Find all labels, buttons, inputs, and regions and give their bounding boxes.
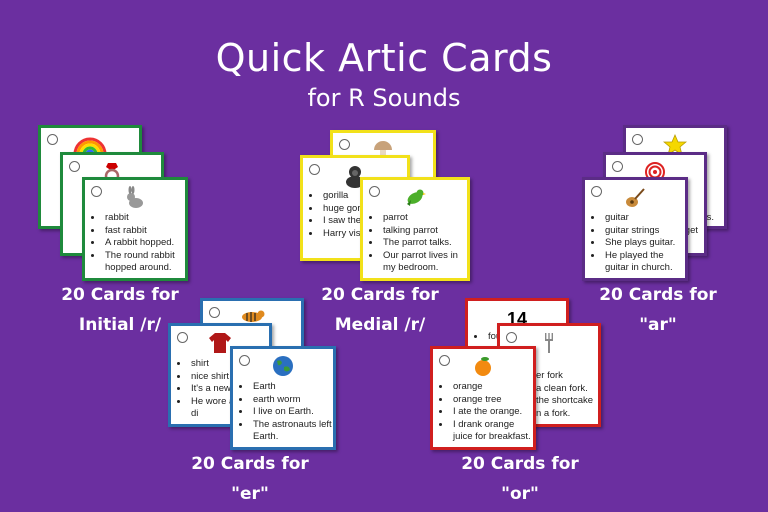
or-card-front: orange orange tree I ate the orange. I d…: [430, 346, 536, 450]
word-fragment: er fork: [536, 370, 563, 381]
label-line-1: 20 Cards for: [599, 285, 717, 305]
shirt-icon: [171, 332, 269, 356]
label-line-2: Initial /r/: [78, 315, 162, 335]
label-line-2: "er": [231, 484, 269, 504]
er-group-label: 20 Cards for "er": [170, 452, 330, 506]
star-icon: [626, 134, 724, 158]
word-fragment: n a fork.: [536, 407, 571, 419]
word-item: rabbit: [103, 212, 185, 225]
initial-card-front: rabbit fast rabbit A rabbit hopped. The …: [82, 177, 188, 281]
word-item: The parrot talks.: [381, 237, 467, 250]
fragment-list: er fork a clean fork. the shortcake n a …: [536, 370, 593, 420]
word-list: shirt nice shirt It's a new He wore a sh…: [176, 358, 269, 421]
word-item: guitar strings: [603, 225, 685, 238]
medial-group-label: 20 Cards for Medial /r/: [300, 283, 460, 337]
word-list: orange orange tree I ate the orange. I d…: [438, 381, 533, 444]
word-list: fou: [473, 331, 501, 344]
word-item: huge gori: [321, 203, 406, 216]
word-item: The astronauts left Earth.: [251, 419, 333, 444]
punch-hole-icon: [69, 161, 80, 172]
punch-hole-icon: [632, 134, 643, 145]
punch-hole-icon: [309, 164, 320, 175]
word-item: Our parrot lives in my bedroom.: [381, 250, 467, 275]
word-item: earth worm: [251, 394, 333, 407]
word-item: shirt: [189, 358, 269, 371]
word-list: Earth earth worm I live on Earth. The as…: [238, 381, 333, 444]
label-line-2: "or": [501, 484, 539, 504]
word-item: Earth: [251, 381, 333, 394]
label-line-1: 20 Cards for: [321, 285, 439, 305]
initial-group-label: 20 Cards for Initial /r/: [40, 283, 200, 337]
word-item: I drank orange juice for breakfast.: [451, 419, 533, 444]
punch-hole-icon: [177, 332, 188, 343]
er-card-front: Earth earth worm I live on Earth. The as…: [230, 346, 336, 450]
word-item: orange: [451, 381, 533, 394]
label-line-2: Medial /r/: [334, 315, 426, 335]
guitar-icon: [585, 186, 685, 210]
label-line-2: "ar": [639, 315, 677, 335]
word-item: orange tree: [451, 394, 533, 407]
fragment-text: s.: [706, 212, 714, 223]
word-item: talking parrot: [381, 225, 467, 238]
word-fragment: the shortcake: [536, 395, 594, 406]
fork-icon: [500, 332, 598, 356]
word-list: parrot talking parrot The parrot talks. …: [368, 212, 467, 275]
word-item: guitar: [603, 212, 685, 225]
word-item: A rabbit hopped.: [103, 237, 185, 250]
punch-hole-icon: [506, 332, 517, 343]
word-item: I ate the orange.: [451, 406, 533, 419]
word-list: guitar guitar strings She plays guitar. …: [590, 212, 685, 275]
punch-hole-icon: [91, 186, 102, 197]
mushroom-icon: [333, 139, 433, 163]
word-item: He wore a shirt to di: [189, 396, 269, 421]
rabbit-icon: [85, 186, 185, 210]
gorilla-icon: [303, 164, 407, 188]
word-item: I live on Earth.: [251, 406, 333, 419]
label-line-1: 20 Cards for: [61, 285, 179, 305]
ar-group-label: 20 Cards for "ar": [578, 283, 738, 337]
punch-hole-icon: [239, 355, 250, 366]
label-line-1: 20 Cards for: [461, 454, 579, 474]
orange-icon: [433, 355, 533, 379]
word-item: gorilla: [321, 190, 406, 203]
punch-hole-icon: [612, 161, 623, 172]
word-item: He played the guitar in church.: [603, 250, 685, 275]
punch-hole-icon: [339, 139, 350, 150]
parrot-icon: [363, 186, 467, 210]
word-item: The round rabbit hopped around.: [103, 250, 185, 275]
fragment-text: get: [684, 225, 698, 236]
page-title: Quick Artic Cards: [215, 36, 553, 80]
word-item: fast rabbit: [103, 225, 185, 238]
earth-icon: [233, 355, 333, 379]
punch-hole-icon: [591, 186, 602, 197]
word-item: nice shirt: [189, 371, 269, 384]
tiger-icon: [203, 307, 301, 331]
word-fragment: a clean fork.: [536, 382, 588, 394]
medial-card-front: parrot talking parrot The parrot talks. …: [360, 177, 470, 281]
punch-hole-icon: [439, 355, 450, 366]
page-subtitle: for R Sounds: [307, 84, 461, 112]
word-item: She plays guitar.: [603, 237, 685, 250]
word-list: rabbit fast rabbit A rabbit hopped. The …: [90, 212, 185, 275]
word-item: I saw the: [321, 215, 406, 228]
punch-hole-icon: [369, 186, 380, 197]
punch-hole-icon: [47, 134, 58, 145]
or-group-label: 20 Cards for "or": [440, 452, 600, 506]
word-item: It's a new: [189, 383, 269, 396]
punch-hole-icon: [209, 307, 220, 318]
word-item: parrot: [381, 212, 467, 225]
word-item: fou: [486, 331, 501, 344]
ar-card-front: guitar guitar strings She plays guitar. …: [582, 177, 688, 281]
label-line-1: 20 Cards for: [191, 454, 309, 474]
